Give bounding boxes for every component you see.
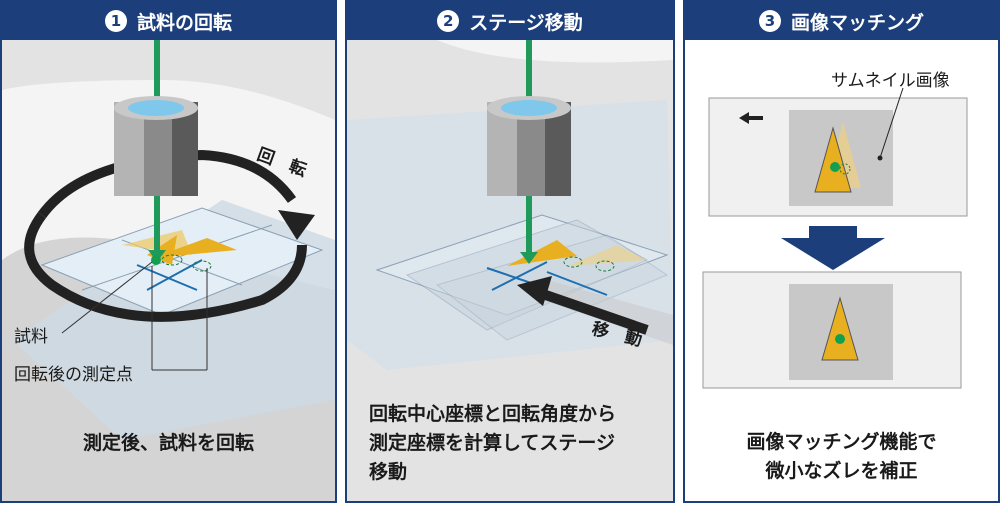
axis-line: [136, 264, 198, 291]
thumbnail-label: サムネイル画像: [831, 71, 950, 91]
sample-shape: [821, 296, 859, 361]
measurement-point-icon: [830, 162, 840, 172]
lens-glass: [128, 100, 184, 116]
measurement-point-icon: [151, 255, 161, 265]
axis-line: [491, 261, 548, 291]
measurement-point-label: 回転後の測定点: [14, 365, 133, 385]
step-number: 3: [758, 10, 781, 32]
panel-header: 2 ステージ移動: [347, 2, 673, 40]
panel-title: ステージ移動: [469, 11, 583, 34]
panel-caption: 回転中心座標と回転角度から 測定座標を計算してステージ 移動: [369, 403, 617, 483]
sample-shape: [507, 240, 577, 266]
panel-image-matching: 3 画像マッチング サムネイル画像 画像マッチング機能で 微小なズレを補正: [683, 0, 1000, 503]
move-arrow: [535, 287, 649, 335]
beam-line: [154, 40, 160, 108]
panel-title: 画像マッチング: [790, 11, 924, 34]
sample-label: 試料: [14, 327, 48, 347]
panel-caption: 測定後、試料を回転: [82, 432, 254, 454]
beam-line: [526, 40, 532, 108]
panel-title: 試料の回転: [136, 11, 232, 34]
panel-header: 3 画像マッチング: [685, 2, 998, 40]
panel-stage-move: 2 ステージ移動 移 動 回転中心座標と回転角度から 測定座標を計算してステージ…: [345, 0, 675, 503]
panel-caption: 画像マッチング機能で 微小なズレを補正: [746, 431, 937, 482]
image-matching-illustration: [702, 87, 968, 389]
arrowhead-icon: [278, 210, 315, 240]
down-arrow-icon: [781, 226, 885, 270]
rotation-arrow: [24, 212, 307, 322]
panel-header: 1 試料の回転: [2, 2, 335, 40]
step-number: 1: [104, 10, 127, 32]
arrowhead-icon: [517, 276, 552, 306]
rotation-illustration: [2, 40, 335, 501]
panel-sample-rotation: 1 試料の回転 回 転 試料 回転後の測定点 測定後、試料を回転: [0, 0, 337, 503]
lens-glass: [501, 100, 557, 116]
sample-shape: [814, 126, 852, 193]
step-number: 2: [437, 10, 460, 32]
measurement-point-icon: [835, 334, 845, 344]
axis-line: [146, 259, 203, 291]
stage-move-illustration: [347, 40, 673, 370]
